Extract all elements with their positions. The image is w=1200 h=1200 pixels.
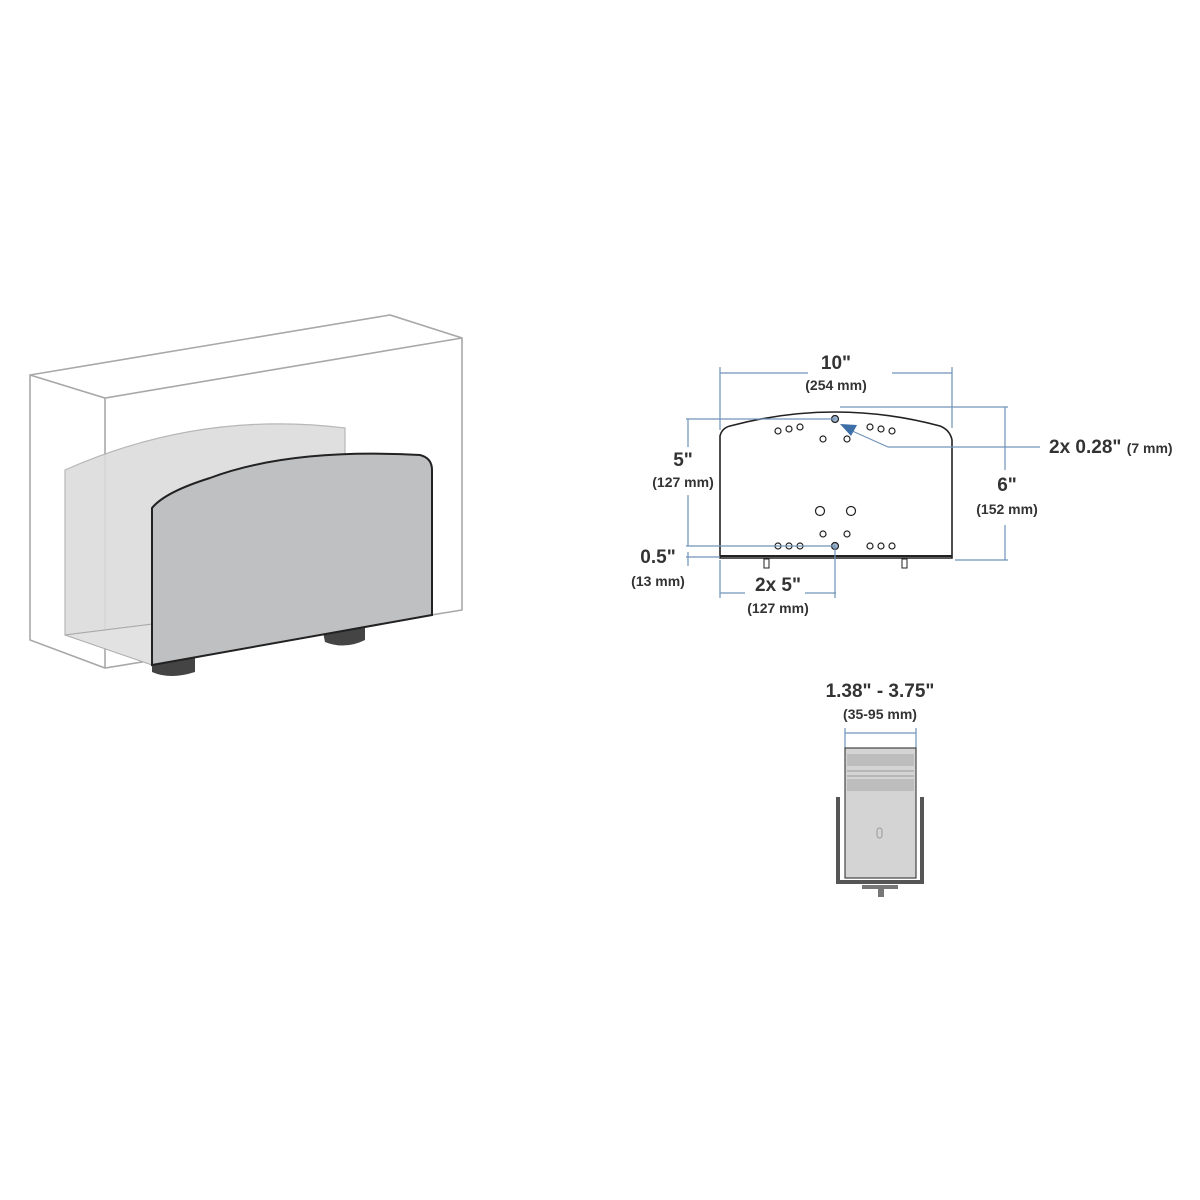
computer-case bbox=[844, 747, 917, 879]
front-dimension-view: 10" (254 mm) 2x 0.28" (7 mm) 6" (152 mm)… bbox=[631, 353, 1172, 616]
bottom-offset-label: 0.5" bbox=[640, 547, 675, 568]
vent bbox=[847, 779, 914, 791]
plate-foot bbox=[901, 558, 908, 569]
isometric-view bbox=[29, 314, 463, 676]
arrow-icon bbox=[840, 424, 857, 436]
horizontal-spacing-mm-label: (127 mm) bbox=[747, 600, 808, 616]
range-mm-label: (35-95 mm) bbox=[843, 706, 917, 722]
height-mm-label: (152 mm) bbox=[976, 501, 1037, 517]
range-dimension-line bbox=[844, 728, 917, 748]
height-label: 6" bbox=[997, 475, 1017, 496]
dimension-lines bbox=[686, 367, 1040, 598]
vertical-spacing-mm-label: (127 mm) bbox=[652, 474, 713, 490]
front-panel bbox=[151, 452, 433, 667]
plate-foot bbox=[763, 558, 770, 569]
bottom-offset-mm-label: (13 mm) bbox=[631, 573, 685, 589]
side-view: 1.38" - 3.75" (35-95 mm) bbox=[826, 681, 935, 897]
base-bar bbox=[862, 885, 898, 889]
width-label: 10" bbox=[821, 353, 851, 374]
bracket bbox=[836, 797, 924, 884]
vertical-spacing-label: 5" bbox=[673, 450, 693, 471]
range-label: 1.38" - 3.75" bbox=[826, 681, 935, 702]
knob bbox=[878, 889, 884, 897]
power-button-icon bbox=[876, 827, 883, 839]
vent bbox=[847, 754, 914, 766]
horizontal-spacing-label: 2x 5" bbox=[755, 575, 801, 596]
width-mm-label: (254 mm) bbox=[805, 377, 866, 393]
hole-diameter-label: 2x 0.28" (7 mm) bbox=[1049, 437, 1173, 458]
mounting-plate bbox=[719, 411, 953, 559]
